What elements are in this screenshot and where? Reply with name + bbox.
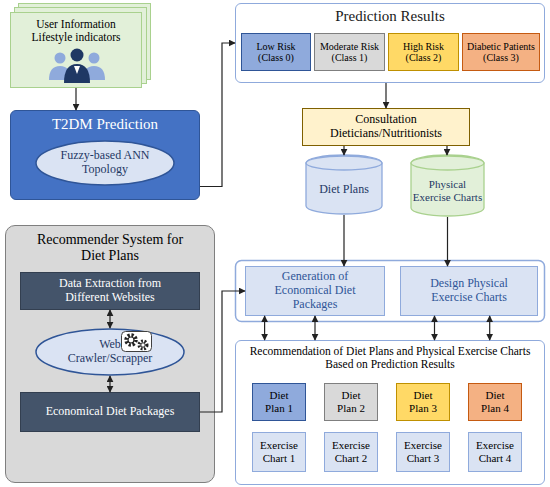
node-label: Fuzzy-based ANN Topology	[50, 149, 160, 177]
cylinder-body	[411, 155, 484, 216]
flow-arrow	[109, 310, 110, 328]
gear	[139, 341, 147, 349]
person-body	[83, 66, 105, 80]
flow-arrow	[385, 83, 386, 108]
node-label: Data Extraction from Different Websites	[40, 277, 180, 305]
flow-arrow	[446, 146, 447, 155]
flow-arrow	[314, 316, 315, 340]
system-panel: Recommender System for Diet PlansData Ex…	[5, 225, 215, 483]
process-box: Data Extraction from Different Websites	[20, 272, 200, 310]
node-label: Generation of Economical Diet Packages	[255, 270, 375, 311]
flow-arrow	[343, 215, 344, 266]
plan-box: Diet Plan 1	[252, 383, 306, 421]
flow-arrow	[200, 291, 245, 412]
node-label: Recommender System for Diet Plans	[28, 232, 193, 264]
flow-arrow	[200, 43, 235, 187]
node-label: Diet Plan 1	[262, 389, 296, 414]
node-label: Diet Plan 2	[334, 389, 368, 414]
flow-arrow	[489, 316, 490, 340]
node-label: Web Crawler/Scrapper	[60, 338, 160, 366]
chart-box: Exercise Chart 2	[324, 432, 378, 472]
cylinder-body	[306, 155, 382, 214]
cylinder-top	[306, 156, 382, 170]
people-icon	[49, 49, 105, 84]
chart-box: Exercise Chart 3	[396, 432, 450, 472]
node-label: Recommendation of Diet Plans and Physica…	[245, 345, 535, 371]
node-label: Prediction Results	[335, 8, 445, 25]
node-label: Diet Plan 3	[406, 389, 440, 414]
node-label: Economical Diet Packages	[46, 405, 175, 419]
class-box: Moderate Risk (Class 1)	[314, 33, 385, 71]
node-label: T2DM Prediction	[52, 116, 158, 133]
process-box: Consultation Dieticians/Nutritionists	[302, 108, 470, 146]
chart-box: Exercise Chart 4	[468, 432, 522, 472]
node-label: Exercise Chart 2	[325, 439, 377, 464]
cylinder-top	[411, 156, 484, 170]
process-box: Economical Diet Packages	[20, 392, 200, 432]
gear	[126, 335, 136, 345]
database-cylinder: Physical Exercise Charts	[410, 155, 485, 217]
process-box: Generation of Economical Diet Packages	[245, 266, 385, 316]
node-label: Low Risk (Class 0)	[251, 41, 301, 64]
gear-icon	[122, 332, 152, 352]
node-label: User Information Lifestyle indicators	[21, 18, 131, 44]
node-label: Diabetic Patients (Class 3)	[463, 41, 539, 64]
input-document: User Information Lifestyle indicators	[10, 12, 142, 88]
gear-hub	[141, 343, 145, 347]
flow-arrow	[264, 316, 265, 340]
person-head	[71, 49, 84, 62]
person-head	[55, 53, 66, 64]
node-label: Diet Plan 4	[478, 389, 512, 414]
results-panel: Prediction ResultsLow Risk (Class 0) Mode…	[235, 3, 545, 83]
plan-box: Diet Plan 4	[468, 383, 522, 421]
person-body	[64, 64, 90, 83]
flow-arrow	[447, 217, 448, 266]
person-head	[89, 53, 100, 64]
plan-box: Diet Plan 2	[324, 383, 378, 421]
flow-arrow	[343, 146, 344, 155]
node-label: High Risk (Class 2)	[396, 41, 451, 64]
group-frame	[236, 261, 545, 322]
ellipse-shape	[36, 141, 174, 185]
node-label: Exercise Chart 4	[469, 439, 521, 464]
flow-arrow	[75, 88, 76, 110]
person-body	[49, 66, 71, 80]
chart-box: Exercise Chart 1	[252, 432, 306, 472]
node-label: Design Physical Exercise Charts	[414, 277, 524, 305]
database-cylinder: Diet Plans	[305, 155, 383, 215]
process-box: T2DM PredictionFuzzy-based ANN Topology	[10, 110, 200, 200]
class-box: High Risk (Class 2)	[388, 33, 459, 71]
flow-arrow	[434, 316, 435, 340]
node-label: Consultation Dieticians/Nutritionists	[311, 113, 461, 141]
class-box: Diabetic Patients (Class 3)	[462, 33, 540, 71]
flow-arrow	[109, 376, 110, 392]
node-label: Moderate Risk (Class 1)	[316, 41, 384, 64]
node-label: Exercise Chart 3	[397, 439, 449, 464]
node-label: Physical Exercise Charts	[413, 178, 483, 203]
node-label: Diet Plans	[319, 183, 369, 197]
person-collar	[74, 66, 80, 74]
node-label: Exercise Chart 1	[253, 439, 305, 464]
class-box: Low Risk (Class 0)	[241, 33, 311, 71]
recommendation-panel: Recommendation of Diet Plans and Physica…	[235, 340, 545, 485]
ellipse-shape	[36, 329, 184, 375]
icon-frame	[122, 332, 152, 352]
plan-box: Diet Plan 3	[396, 383, 450, 421]
method-ellipse: Fuzzy-based ANN Topology	[35, 140, 175, 186]
process-box: Design Physical Exercise Charts	[400, 266, 538, 316]
process-ellipse: Web Crawler/Scrapper	[35, 328, 185, 376]
gear-hub	[128, 337, 134, 343]
